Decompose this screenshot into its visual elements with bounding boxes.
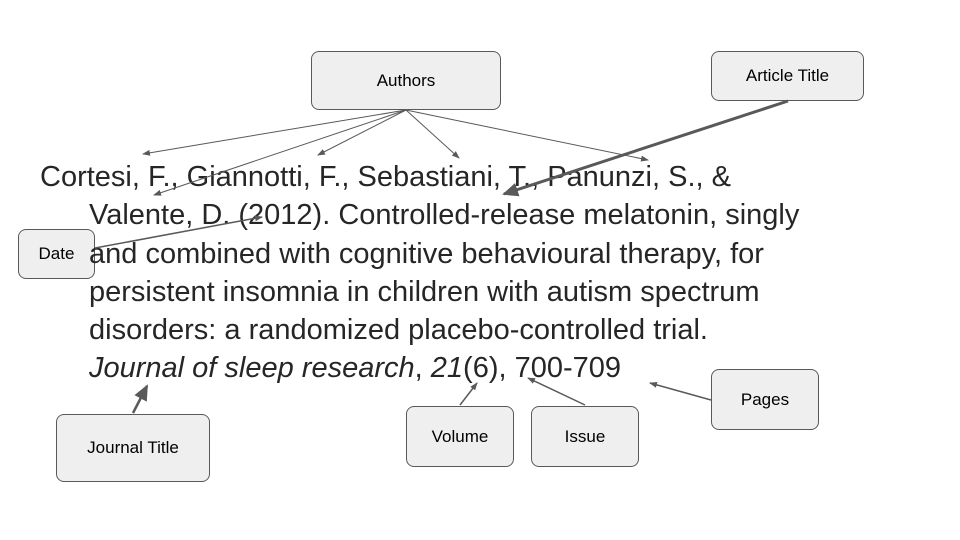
date-label-box: Date	[18, 229, 95, 279]
article-title-label: Article Title	[745, 66, 830, 85]
issue-label-box: Issue	[531, 406, 639, 467]
pages-label-box: Pages	[711, 369, 819, 430]
citation-line-5: disorders: a randomized placebo‑controll…	[89, 314, 708, 347]
citation-pages: 700-709	[514, 352, 622, 385]
citation-issue: (6)	[463, 352, 499, 385]
journal-title-label: Journal Title	[87, 438, 179, 457]
authors-arrow-5	[405, 109, 649, 162]
citation-line-6: Journal of sleep research, 21(6), 700-70…	[40, 349, 900, 387]
citation-journal-name: Journal of sleep research	[89, 352, 415, 385]
pages-label: Pages	[740, 389, 790, 409]
citation-separator: ,	[414, 352, 431, 385]
article-title-label-box: Article Title	[711, 51, 864, 101]
journal-title-label-box: Journal Title	[56, 414, 210, 482]
authors-arrow-4	[405, 109, 460, 159]
volume-label-box: Volume	[406, 406, 514, 467]
citation-line-3: and combined with cognitive behavioural …	[89, 237, 764, 270]
issue-label: Issue	[564, 426, 606, 446]
date-label: Date	[38, 244, 75, 263]
citation-line-1: Cortesi, F., Giannotti, F., Sebastiani, …	[40, 161, 731, 193]
journal-title-arrow	[131, 384, 149, 414]
citation-volume: 21	[430, 352, 464, 385]
citation-line-4: persistent insomnia in children with aut…	[89, 275, 760, 308]
citation-line-2: Valente, D. (2012). Controlled‑release m…	[89, 199, 800, 232]
authors-arrow-1	[142, 109, 407, 156]
authors-label: Authors	[376, 70, 436, 90]
authors-arrow-3	[317, 109, 407, 156]
citation-text: Cortesi, F., Giannotti, F., Sebastiani, …	[40, 158, 900, 388]
citation-separator: ,	[498, 352, 515, 385]
authors-label-box: Authors	[311, 51, 501, 110]
volume-label: Volume	[431, 426, 489, 446]
